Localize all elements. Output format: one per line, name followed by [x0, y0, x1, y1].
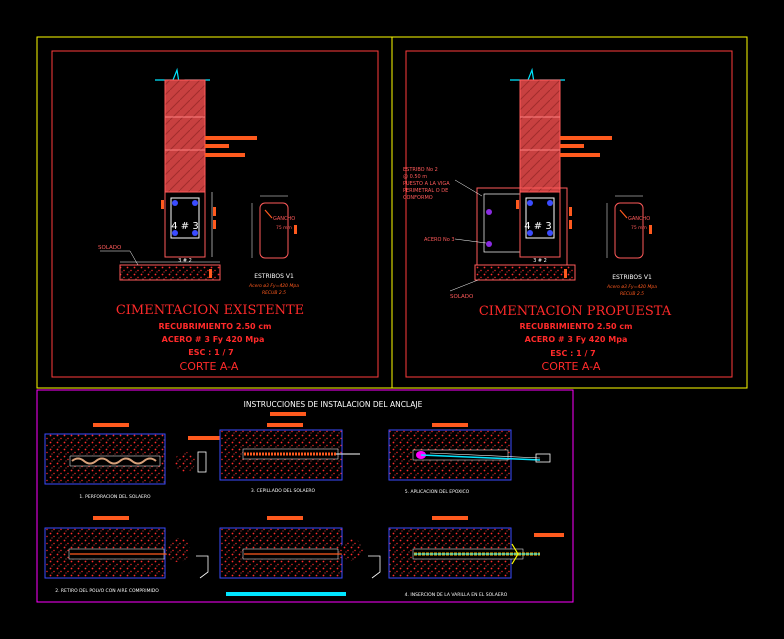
esc-right: ESC : 1 / 7 [550, 349, 596, 358]
step-4-detail [388, 516, 564, 579]
estribos-line2: RECUB 2.5 [262, 290, 286, 296]
acero-right: ACERO # 3 Fy 420 Mpa [525, 335, 628, 344]
beam-label: 4 # 3 [524, 221, 551, 232]
frame-instructions [36, 389, 574, 603]
acero-left: ACERO # 3 Fy 420 Mpa [162, 335, 265, 344]
note-block: ESTRIBO No 2 @ 0.50 m PUESTO A LA VIGA P… [403, 167, 483, 201]
note-line: CONFORMO [403, 195, 433, 201]
step-5-detail [388, 423, 551, 481]
note-line: PERIMETRAL O DE [403, 188, 448, 194]
gancho-dim: 75 mm [631, 225, 647, 231]
stirrup-right [614, 202, 644, 259]
gancho-label: GANCHO [628, 216, 650, 222]
right-section: 4 # 3 3 # 2 ESTRIBO No 2 @ 0.50 m PUESTO… [403, 67, 672, 373]
beam-left [164, 191, 206, 258]
recubrimiento-left: RECUBRIMIENTO 2.50 cm [159, 322, 272, 331]
gancho-dim: 75 mm [276, 225, 292, 231]
step-label: 3. CEPILLADO DEL SOLAERO [251, 488, 316, 494]
step-label: 2. RETIRO DEL POLVO CON AIRE COMPRIMIDO [55, 588, 159, 594]
slab-right [474, 264, 576, 281]
slab-left [119, 264, 221, 281]
beam-right [519, 191, 561, 258]
estribos-line1: Acero ø3 Fy=420 Mpa [248, 283, 299, 289]
step-2-detail [44, 516, 209, 579]
estribos-line2: RECUB 2.5 [620, 291, 644, 297]
step-3-detail [219, 423, 360, 481]
border-left [51, 50, 379, 378]
instructions-title: INSTRUCCIONES DE INSTALACION DEL ANCLAJE [244, 400, 423, 409]
gancho-label: GANCHO [273, 216, 295, 222]
corte-right: CORTE A-A [542, 360, 601, 373]
note-line: ESTRIBO No 2 [403, 167, 438, 173]
solado-label: SOLADO [450, 294, 474, 300]
frame-right [391, 36, 748, 389]
step-2b-detail [219, 516, 381, 596]
beam-sub: 3 # 2 [533, 258, 547, 264]
beam-label: 4 # 3 [171, 221, 198, 232]
left-section: 4 # 3 3 # 2 SOLADO GANCHO 75 mm ESTRIBOS… [98, 67, 304, 373]
estribos-title: ESTRIBOS V1 [254, 273, 294, 280]
note-line: PUESTO A LA VIGA [403, 181, 450, 187]
corte-left: CORTE A-A [180, 360, 239, 373]
estribos-title: ESTRIBOS V1 [612, 274, 652, 281]
step-1-detail [44, 423, 220, 485]
step-label: 1. PERFORACION DEL SOLAERO [79, 494, 151, 500]
step-label: 4. INSERCION DE LA VARILLA EN EL SOLAERO [405, 592, 508, 598]
step-label: 5. APLICACION DEL EPOXICO [405, 489, 470, 495]
border-right [405, 50, 733, 378]
acero-label: ACERO No 3 [424, 237, 455, 243]
title-propuesta: CIMENTACION PROPUESTA [479, 304, 672, 319]
note-line: @ 0.50 m [403, 174, 427, 180]
instructions-section: INSTRUCCIONES DE INSTALACION DEL ANCLAJE [44, 400, 564, 598]
estribos-line1: Acero ø3 Fy=420 Mpa [606, 284, 657, 290]
esc-left: ESC : 1 / 7 [188, 348, 234, 357]
recubrimiento-right: RECUBRIMIENTO 2.50 cm [520, 322, 633, 331]
solado-label: SOLADO [98, 245, 122, 251]
beam-sub: 3 # 2 [178, 258, 192, 264]
title-existente: CIMENTACION EXISTENTE [116, 303, 304, 318]
stirrup-left [259, 202, 289, 259]
